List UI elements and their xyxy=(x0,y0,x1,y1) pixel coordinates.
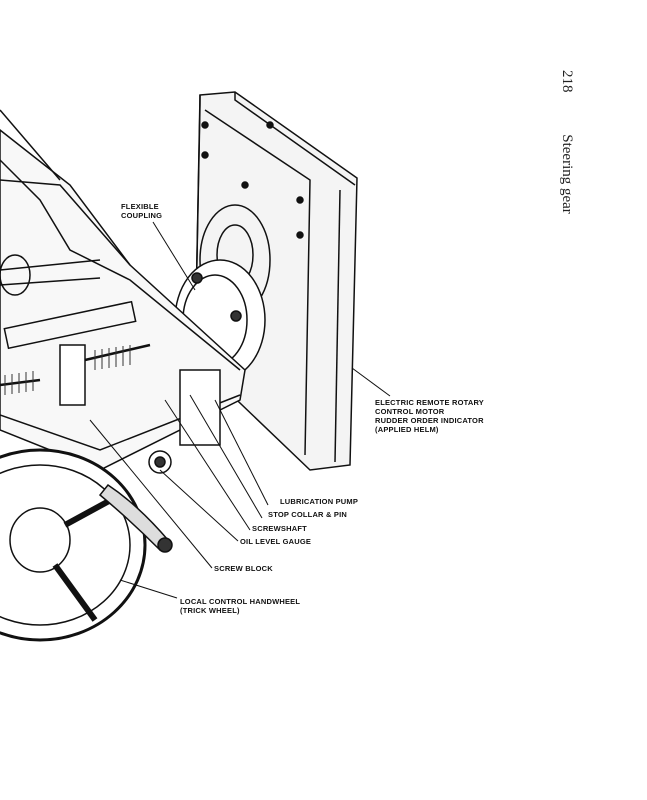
label-line: (TRICK WHEEL) xyxy=(180,606,240,615)
handwheel xyxy=(0,448,173,642)
label-flexible-coupling: FLEXIBLE COUPLING xyxy=(121,202,162,220)
label-screw-block: SCREW BLOCK xyxy=(214,564,273,573)
label-handwheel: LOCAL CONTROL HANDWHEEL (TRICK WHEEL) xyxy=(180,597,300,615)
label-line: ELECTRIC REMOTE ROTARY xyxy=(375,398,484,407)
label-line: LOCAL CONTROL HANDWHEEL xyxy=(180,597,301,606)
label-line: RUDDER ORDER INDICATOR xyxy=(375,416,484,425)
label-lubrication-pump: LUBRICATION PUMP xyxy=(280,497,359,506)
label-oil-level-gauge: OIL LEVEL GAUGE xyxy=(240,537,312,546)
label-line: CONTROL MOTOR xyxy=(375,407,445,416)
label-line: COUPLING xyxy=(121,211,163,220)
label-line: FLEXIBLE xyxy=(121,202,159,211)
label-stop-collar: STOP COLLAR & PIN xyxy=(268,510,347,519)
label-line: (APPLIED HELM) xyxy=(375,425,439,434)
label-motor: ELECTRIC REMOTE ROTARY CONTROL MOTOR RUD… xyxy=(375,398,484,434)
label-screwshaft: SCREWSHAFT xyxy=(252,524,307,533)
leader-lines xyxy=(89,221,391,599)
